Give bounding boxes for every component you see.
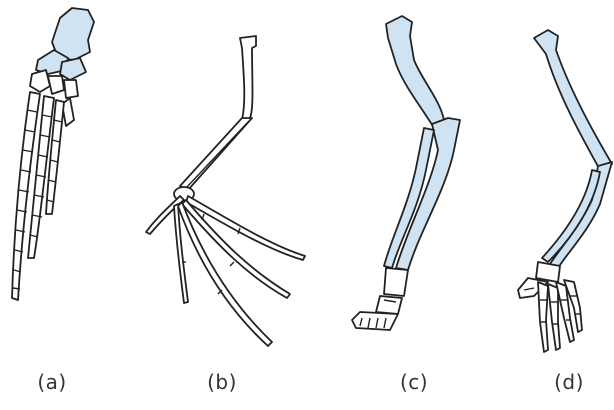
caption-b: (b) [187,370,257,394]
caption-d: (d) [534,370,604,394]
limb-a-flipper [12,8,94,300]
limb-d-arm [518,30,612,352]
caption-c: (c) [379,370,449,394]
limb-b-wing [146,36,305,346]
caption-a: (a) [17,370,87,394]
limb-c-forelimb [352,16,460,330]
